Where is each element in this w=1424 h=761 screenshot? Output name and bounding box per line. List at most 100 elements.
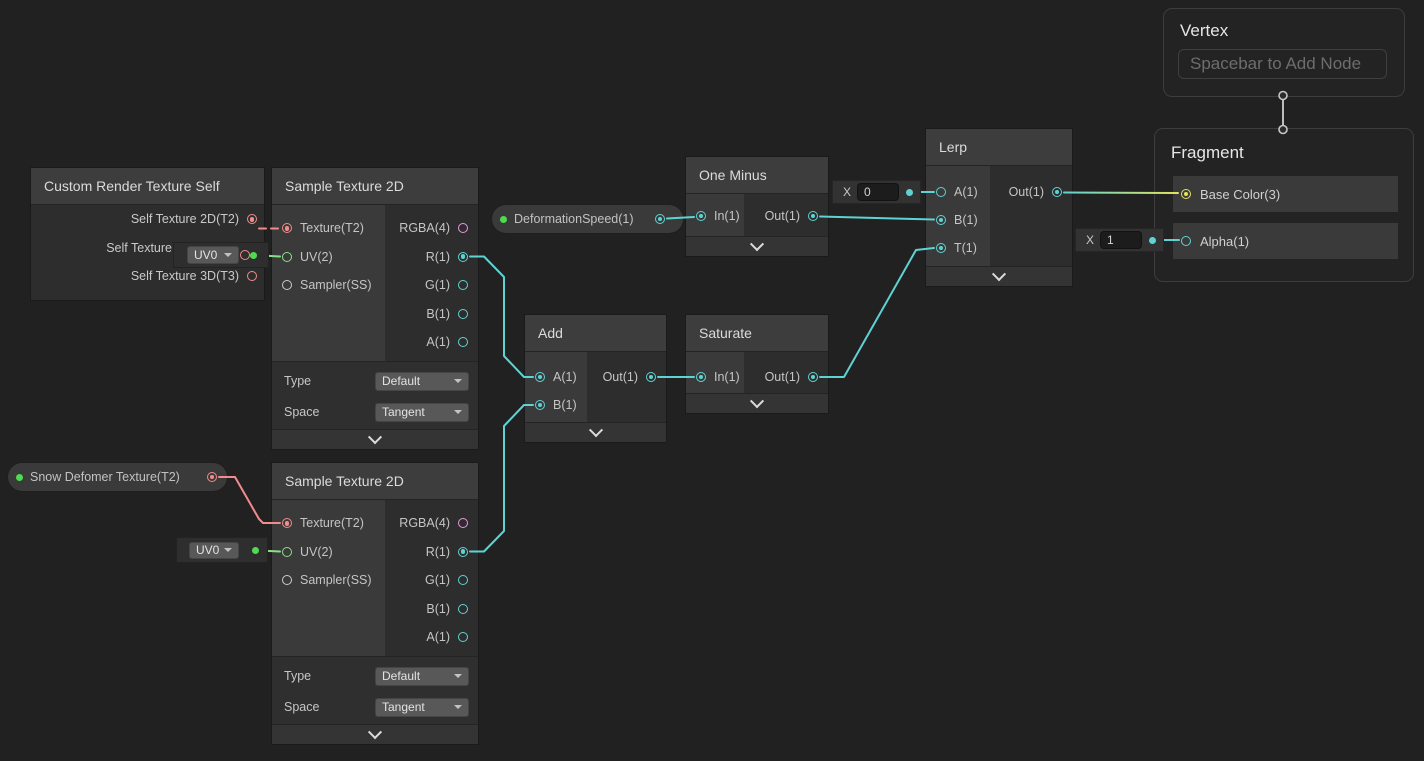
output-port-a[interactable] [458, 337, 468, 348]
dropdown-arrow-icon [454, 410, 462, 414]
output-port-self-texture-3d[interactable] [247, 271, 257, 282]
dropdown-arrow-icon [454, 705, 462, 709]
output-port-out[interactable] [1052, 187, 1062, 197]
output-port-rgba[interactable] [458, 518, 468, 529]
output-port-out[interactable] [808, 372, 818, 382]
add-node-placeholder[interactable]: Spacebar to Add Node [1178, 49, 1387, 79]
port-label: B(1) [553, 398, 577, 412]
input-port-b[interactable] [936, 215, 946, 225]
node-title: One Minus [686, 157, 828, 194]
uv-channel-dropdown[interactable]: UV0 [190, 542, 238, 558]
node-custom-render-texture-self[interactable]: Custom Render Texture Self Self Texture … [31, 168, 264, 300]
collapse-button[interactable] [272, 429, 478, 449]
output-port-self-texture-2d[interactable] [247, 214, 257, 225]
collapse-button[interactable] [686, 393, 828, 413]
dropdown-arrow-icon [224, 253, 232, 257]
input-port-uv[interactable] [282, 546, 292, 557]
chevron-down-icon [588, 422, 603, 437]
port-label: Sampler(SS) [300, 278, 372, 293]
input-port-in[interactable] [696, 372, 706, 382]
property-label: DeformationSpeed(1) [514, 212, 634, 226]
wire-saturate-to-lerp-t[interactable] [819, 247, 935, 378]
space-dropdown[interactable]: Tangent [376, 698, 468, 716]
port-label: Base Color(3) [1200, 186, 1281, 202]
port-label: Self Texture 2D(T2) [130, 212, 239, 227]
output-port-a[interactable] [458, 632, 468, 643]
hidden-port-self-texture-cube[interactable] [240, 250, 250, 260]
output-port-out[interactable] [808, 211, 818, 221]
node-one-minus[interactable]: One Minus In(1) Out(1) [686, 157, 828, 256]
collapse-button[interactable] [272, 724, 478, 744]
port-label: T(1) [954, 241, 977, 255]
output-port-r[interactable] [458, 546, 468, 557]
port-label: A(1) [426, 630, 450, 645]
port-label: Self Texture 3D(T3) [130, 269, 239, 284]
wire-snowdeformer-to-texture[interactable] [218, 476, 281, 524]
input-port-texture[interactable] [282, 223, 292, 234]
port-row-self-texture-2d: Self Texture 2D(T2) [31, 205, 264, 234]
chevron-down-icon [749, 393, 765, 408]
port-label: R(1) [425, 249, 450, 264]
collapse-button[interactable] [525, 422, 666, 442]
input-port-b[interactable] [535, 400, 545, 410]
port-label: Out(1) [602, 370, 638, 384]
uv-channel-dropdown[interactable]: UV0 [188, 247, 238, 263]
port-label: A(1) [426, 335, 450, 350]
property-node-snow-deformer-texture[interactable]: Snow Defomer Texture(T2) [8, 463, 227, 491]
dropdown-arrow-icon [454, 674, 462, 678]
port-label: RGBA(4) [399, 516, 450, 531]
output-port-r[interactable] [458, 251, 468, 262]
option-label-type: Type [284, 669, 312, 683]
fragment-row-base-color[interactable]: Base Color(3) [1173, 176, 1398, 212]
node-title: Lerp [926, 129, 1072, 166]
type-dropdown[interactable]: Default [376, 372, 468, 390]
node-sample-texture-2d-top[interactable]: Sample Texture 2D Texture(T2) UV(2) Samp… [272, 168, 478, 449]
uv-channel-widget-top: UV0 [174, 243, 268, 267]
collapse-button[interactable] [926, 266, 1072, 286]
output-port-out[interactable] [646, 372, 656, 382]
input-port-sampler[interactable] [282, 280, 292, 291]
node-add[interactable]: Add A(1) B(1) Out(1) [525, 315, 666, 442]
wire-oneminus-to-lerp-b[interactable] [819, 215, 935, 221]
exposed-property-dot [16, 473, 23, 481]
wire-sample1-r-to-add-a[interactable] [469, 255, 534, 378]
fragment-row-alpha[interactable]: Alpha(1) [1173, 223, 1398, 259]
input-port-t[interactable] [936, 243, 946, 253]
wire-sample2-r-to-add-b[interactable] [469, 404, 534, 553]
option-label-type: Type [284, 374, 312, 388]
output-port[interactable] [207, 472, 217, 482]
input-port-base-color[interactable] [1181, 189, 1191, 199]
widget-connector-dot [250, 251, 257, 259]
output-port-b[interactable] [458, 308, 468, 319]
node-sample-texture-2d-bottom[interactable]: Sample Texture 2D Texture(T2) UV(2) Samp… [272, 463, 478, 744]
value-field[interactable]: 0 [858, 184, 899, 200]
vertex-context-block[interactable]: Vertex Spacebar to Add Node [1163, 8, 1405, 97]
collapse-button[interactable] [686, 236, 828, 256]
input-port-in[interactable] [696, 211, 706, 221]
input-port-uv[interactable] [282, 251, 292, 262]
chevron-down-icon [367, 429, 383, 444]
space-dropdown[interactable]: Tangent [376, 403, 468, 421]
output-port-rgba[interactable] [458, 223, 468, 234]
node-lerp[interactable]: Lerp A(1) B(1) T(1) Out(1) [926, 129, 1072, 286]
input-port-a[interactable] [535, 372, 545, 382]
input-port-a[interactable] [936, 187, 946, 197]
output-port-b[interactable] [458, 603, 468, 614]
input-port-sampler[interactable] [282, 575, 292, 586]
value-field[interactable]: 1 [1101, 232, 1142, 248]
option-label-space: Space [284, 700, 320, 714]
fragment-context-block[interactable]: Fragment Base Color(3) Alpha(1) [1154, 128, 1414, 282]
output-port-g[interactable] [458, 280, 468, 291]
output-port[interactable] [655, 214, 665, 224]
chevron-down-icon [991, 266, 1007, 281]
node-saturate[interactable]: Saturate In(1) Out(1) [686, 315, 828, 413]
input-port-alpha[interactable] [1181, 236, 1191, 246]
input-port-texture[interactable] [282, 518, 292, 529]
type-dropdown[interactable]: Default [376, 667, 468, 685]
property-node-deformation-speed[interactable]: DeformationSpeed(1) [492, 205, 683, 233]
output-port-g[interactable] [458, 575, 468, 586]
dropdown-arrow-icon [224, 548, 232, 552]
exposed-property-dot [500, 215, 507, 223]
port-label: G(1) [425, 278, 450, 293]
